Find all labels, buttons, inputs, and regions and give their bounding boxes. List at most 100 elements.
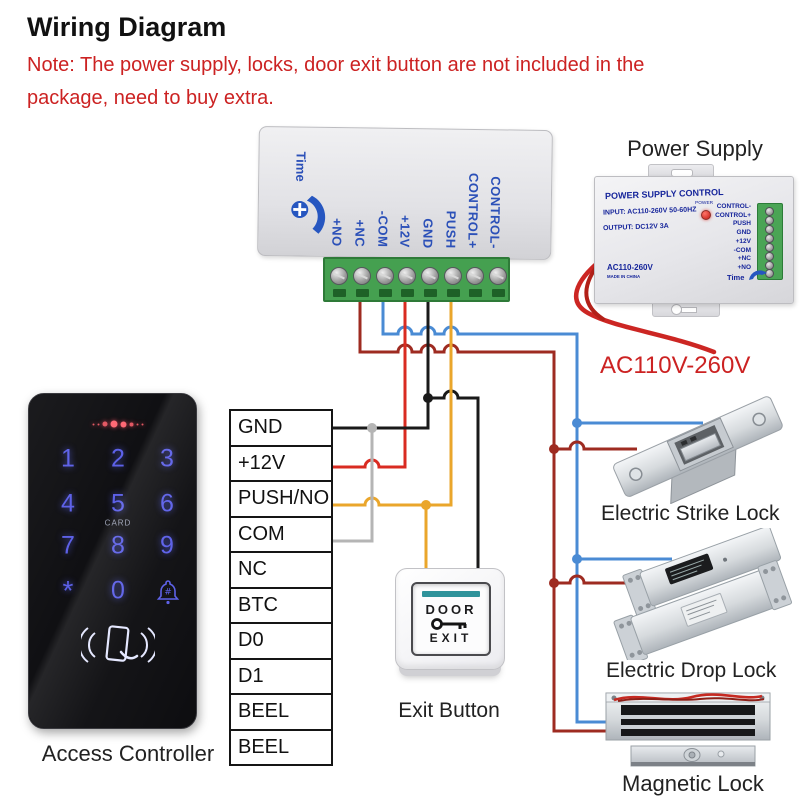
wire-red-12v	[332, 296, 407, 469]
terminal-screw	[765, 207, 774, 216]
bell-icon[interactable]: #	[155, 578, 181, 606]
terminal-screw	[353, 267, 371, 285]
terminal-slot	[424, 289, 437, 297]
access-controller-caption: Access Controller	[41, 741, 215, 766]
table-row: D0	[229, 622, 333, 660]
table-row: D1	[229, 657, 333, 695]
terminal-slot	[492, 289, 505, 297]
supply-terminal-strip	[757, 203, 783, 280]
exit-button[interactable]: DOOR EXIT	[395, 568, 505, 670]
row-label: D0	[238, 629, 264, 652]
power-led-label: POWER	[695, 201, 714, 206]
terminal-screw	[444, 267, 462, 285]
time-adjust-icon	[749, 270, 767, 280]
strike-lock-caption: Electric Strike Lock	[601, 502, 780, 525]
key-3[interactable]: 3	[160, 444, 174, 473]
supply-terminal-label: +12V	[735, 237, 751, 245]
key-6[interactable]: 6	[160, 489, 174, 518]
magnetic-lock	[605, 692, 771, 767]
time-label: Time	[293, 151, 309, 182]
power-led	[701, 210, 711, 220]
row-label: PUSH/NO	[238, 487, 330, 510]
terminal-label: +NC	[352, 219, 368, 248]
led-dot	[129, 422, 134, 426]
key-0[interactable]: 0	[111, 576, 125, 605]
wire-gray-com	[332, 428, 374, 543]
junction-dot	[549, 578, 559, 588]
terminal-screw	[765, 243, 774, 252]
time-adjust-icon	[291, 195, 326, 234]
exit-button-face[interactable]: DOOR EXIT	[411, 582, 491, 656]
terminal-label: GND	[420, 217, 436, 249]
card-swipe-icon	[81, 625, 155, 663]
table-row: BEEL	[229, 693, 333, 731]
table-row: COM	[229, 515, 333, 553]
led-dot	[92, 423, 95, 425]
terminal-screw	[765, 252, 774, 261]
controller-terminal-table: GND +12V PUSH/NO COM NC BTC D0 D1 BEEL B…	[229, 409, 333, 766]
access-controller-keypad: 1 2 3 4 5 6 CARD 7 8 9 * 0 #	[28, 393, 197, 729]
terminal-screw	[330, 267, 348, 285]
terminal-screw	[489, 267, 507, 285]
key-icon	[431, 618, 467, 630]
terminal-slot	[469, 289, 482, 297]
terminal-label: CONTROL-	[487, 176, 504, 250]
key-1[interactable]: 1	[61, 444, 75, 473]
time-label: Time	[727, 273, 745, 282]
terminal-screw	[421, 267, 439, 285]
power-supply-output: OUTPUT: DC12V 3A	[602, 222, 669, 233]
key-2[interactable]: 2	[111, 444, 125, 473]
row-label: BEEL	[238, 700, 290, 723]
supply-terminal-label: CONTROL-	[716, 203, 751, 210]
power-supply-title: POWER SUPPLY CONTROL	[604, 186, 724, 202]
wire-yellow-push	[332, 296, 453, 574]
row-label: BEEL	[238, 735, 290, 758]
supply-terminal-label: +NC	[737, 255, 751, 263]
key-7[interactable]: 7	[61, 531, 75, 560]
junction-dot	[572, 418, 582, 428]
row-label: D1	[238, 664, 264, 687]
led-dot	[120, 421, 127, 427]
terminal-screw	[765, 234, 774, 243]
table-row: +12V	[229, 444, 333, 482]
junction-dot	[572, 554, 582, 564]
wire-black-gnd	[332, 296, 480, 574]
key-9[interactable]: 9	[160, 531, 174, 560]
terminal-label: +12V	[397, 215, 413, 249]
led-dot	[141, 423, 144, 425]
supply-terminal-label: -COM	[733, 246, 751, 254]
power-supply-controller-unit: Time +NO +NC -COM +12V GND PUSH CONTROL+…	[257, 125, 553, 261]
status-led-row	[92, 420, 144, 428]
power-supply-caption: Power Supply	[627, 136, 763, 161]
table-row: GND	[229, 409, 333, 447]
terminal-block	[323, 257, 510, 302]
supply-terminal-labels: CONTROL- CONTROL+ PUSH GND +12V -COM +NC…	[691, 203, 751, 273]
key-8[interactable]: 8	[111, 531, 125, 560]
junction-dot	[423, 393, 433, 403]
terminal-label: -COM	[375, 210, 391, 248]
key-5[interactable]: 5	[111, 489, 125, 518]
terminal-screw	[765, 225, 774, 234]
row-label: COM	[238, 522, 285, 545]
exit-exit-label: EXIT	[429, 631, 473, 645]
supply-terminal-label: PUSH	[732, 220, 751, 228]
terminal-screw	[376, 267, 394, 285]
key-4[interactable]: 4	[61, 489, 75, 518]
supply-terminal-label: GND	[736, 229, 751, 237]
terminal-screw	[765, 216, 774, 225]
key-star[interactable]: *	[62, 575, 74, 606]
led-dot	[102, 421, 108, 427]
row-label: GND	[238, 416, 283, 439]
terminal-screw	[398, 267, 416, 285]
magnetic-lock-caption: Magnetic Lock	[622, 771, 764, 796]
terminal-slot	[379, 289, 392, 297]
supply-terminal-label: +NO	[737, 263, 751, 271]
table-row: PUSH/NO	[229, 480, 333, 518]
supply-terminal-label: CONTROL+	[715, 211, 751, 219]
row-label: +12V	[238, 451, 286, 474]
terminal-slot	[356, 289, 369, 297]
terminal-slot	[401, 289, 414, 297]
made-in-label: MADE IN CHINA	[607, 275, 641, 280]
page-title: Wiring Diagram	[27, 12, 227, 42]
